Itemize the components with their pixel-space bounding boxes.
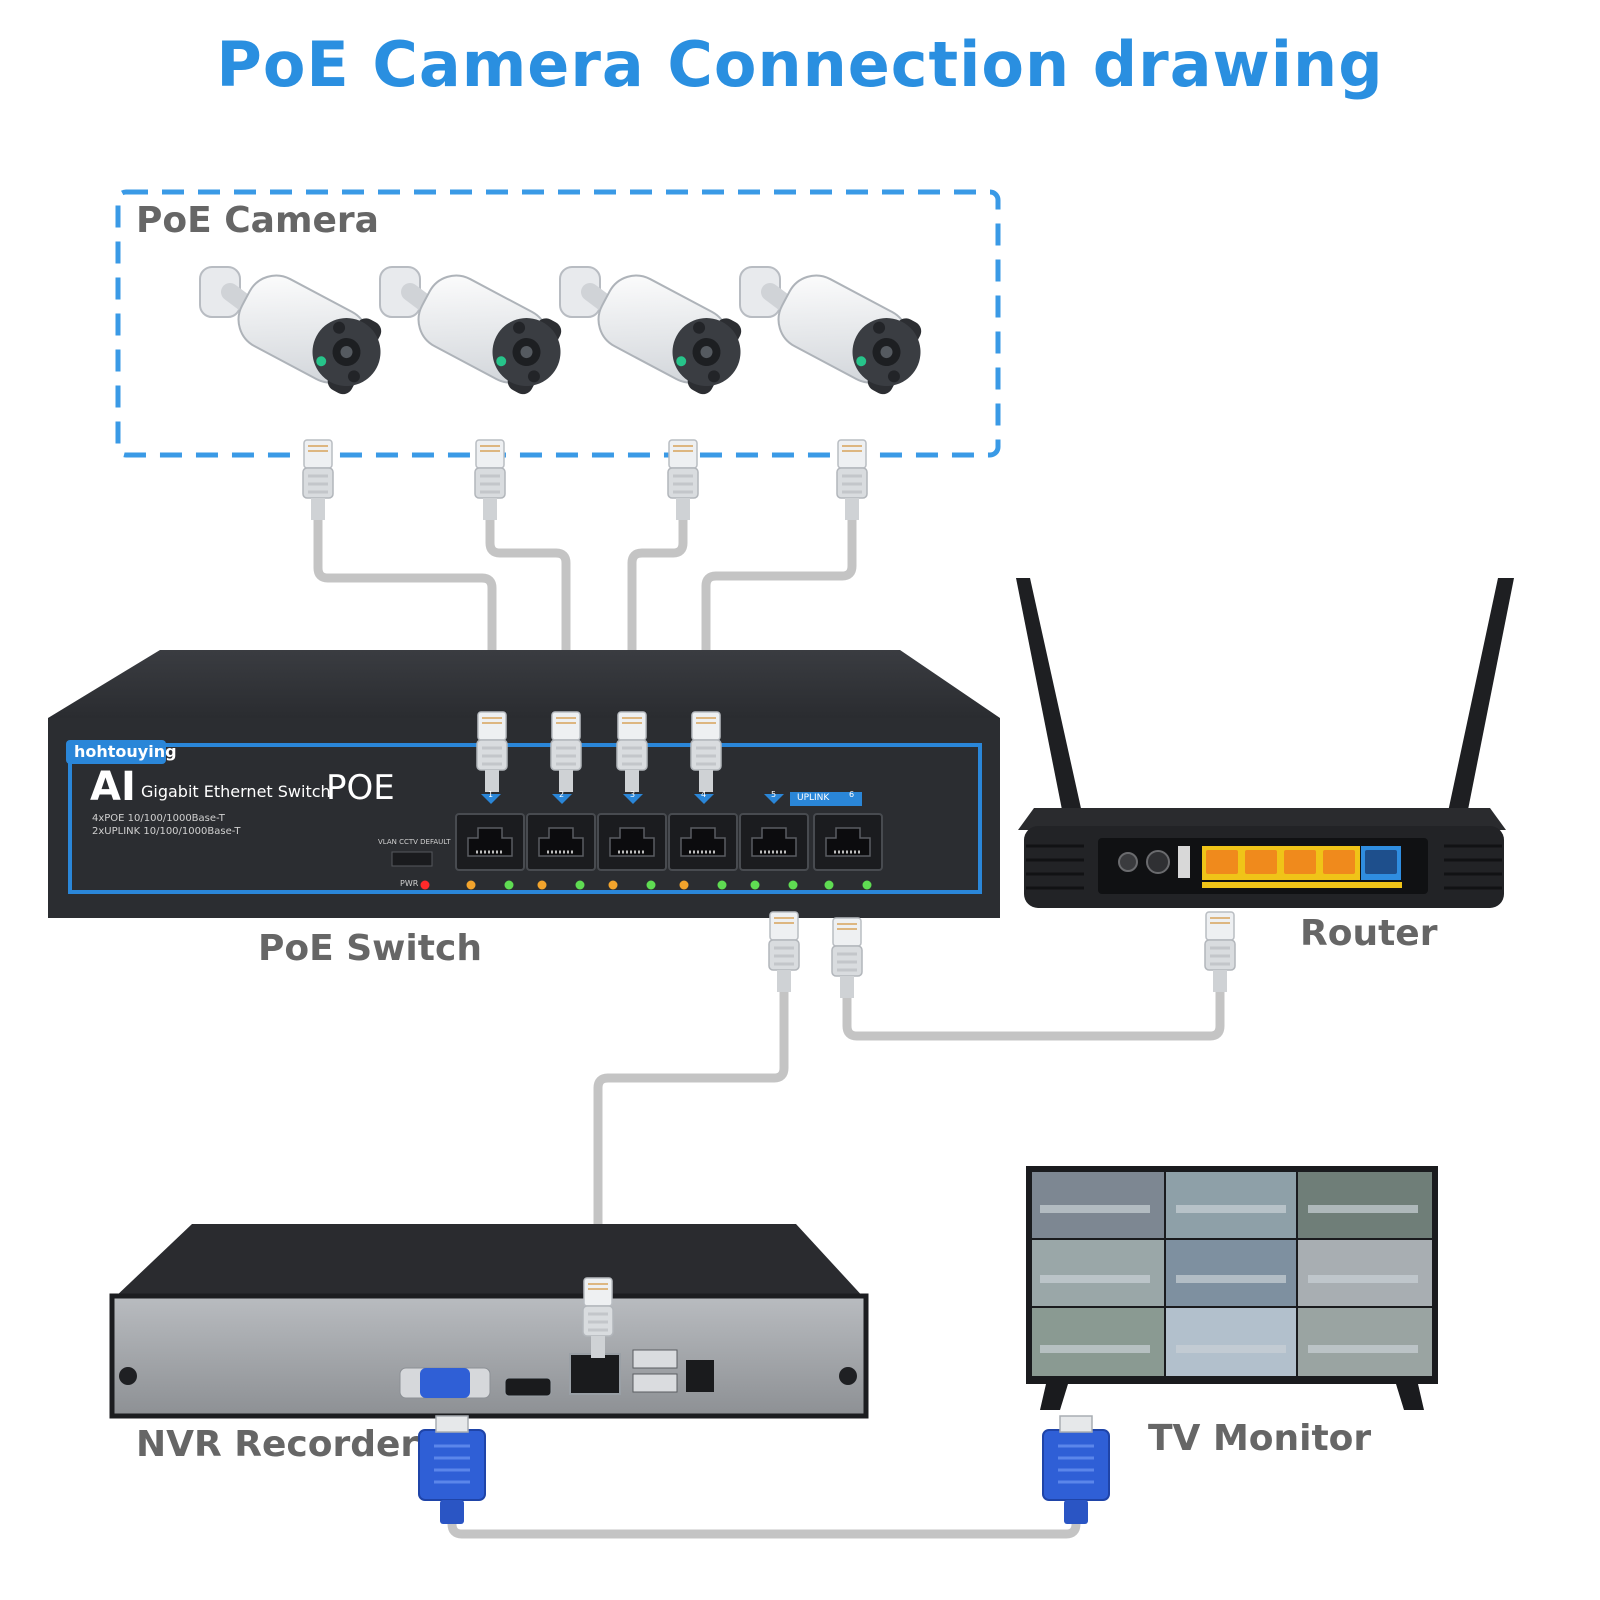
poe-camera-1 — [200, 263, 395, 403]
switch-port-4 — [667, 812, 739, 872]
switch-port-5 — [738, 812, 810, 872]
cable-camera-3 — [627, 515, 688, 720]
switch-spec-uplink: 2xUPLINK 10/100/1000Base-T — [92, 826, 241, 837]
cctv-grid — [1032, 1172, 1432, 1376]
port-number-2: 2 — [559, 790, 565, 799]
rj45-plug — [1203, 910, 1237, 994]
router-label: Router — [1300, 913, 1438, 954]
rj45-plug — [767, 910, 801, 994]
port-leds — [420, 880, 872, 890]
vga-port — [399, 1367, 491, 1399]
port-number-1: 1 — [488, 790, 494, 799]
switch-ai-logo: AI — [90, 764, 136, 810]
diagram-title: PoE Camera Connection drawing — [216, 28, 1384, 101]
switch-poe-logo: POE — [326, 768, 395, 808]
switch-spec-poe: 4xPOE 10/100/1000Base-T — [92, 813, 225, 824]
nvr-recorder — [109, 1224, 869, 1419]
port-number-5: 5 — [771, 790, 777, 799]
vga-plug-tv — [1041, 1414, 1111, 1526]
switch-port-1 — [454, 812, 526, 872]
tv-label: TV Monitor — [1148, 1418, 1372, 1459]
usb-port — [632, 1349, 678, 1369]
power-jack — [686, 1360, 714, 1392]
switch-subtitle: Gigabit Ethernet Switch — [141, 782, 331, 801]
tv-foot-right — [1396, 1384, 1424, 1410]
switch-uplink-label: UPLINK — [797, 793, 830, 803]
power-led — [420, 880, 430, 890]
rj45-plug — [835, 438, 869, 522]
poe-camera-2 — [380, 263, 575, 403]
router-antenna-right — [1442, 578, 1514, 840]
usb-port — [632, 1373, 678, 1393]
router — [1016, 578, 1514, 908]
port-number-6: 6 — [849, 790, 855, 799]
cable-camera-4 — [701, 515, 857, 720]
cable-switch-to-router — [842, 985, 1225, 1041]
poe-switch — [48, 650, 1000, 918]
switch-port-3 — [596, 812, 668, 872]
switch-pwr-label: PWR — [400, 879, 419, 888]
port-number-4: 4 — [701, 790, 707, 799]
switch-port-2 — [525, 812, 597, 872]
cable-camera-2 — [485, 515, 571, 720]
cable-vga — [447, 1505, 1081, 1539]
switch-port-6 — [812, 812, 884, 872]
rj45-plug — [473, 438, 507, 522]
poe-camera-4 — [740, 263, 935, 403]
nvr-label: NVR Recorder — [136, 1424, 419, 1465]
camera-group-label: PoE Camera — [136, 200, 379, 241]
mode-switch — [391, 851, 433, 867]
switch-brand: hohtouying — [74, 742, 177, 761]
vga-plug-nvr — [417, 1414, 487, 1526]
hdmi-port — [504, 1377, 552, 1397]
router-antenna-left — [1016, 578, 1088, 840]
tv-monitor — [1026, 1166, 1438, 1410]
rj45-plug — [666, 438, 700, 522]
cable-camera-1 — [313, 515, 497, 720]
tv-foot-left — [1040, 1384, 1068, 1410]
rj45-plug — [301, 438, 335, 522]
camera-group-frame — [115, 189, 1001, 458]
port-number-3: 3 — [630, 790, 636, 799]
switch-mode-labels: VLAN CCTV DEFAULT — [378, 838, 451, 846]
lan-port — [569, 1353, 621, 1395]
switch-label: PoE Switch — [258, 928, 482, 969]
poe-camera-3 — [560, 263, 755, 403]
cable-switch-to-nvr — [593, 985, 789, 1285]
rj45-plug — [830, 916, 864, 1000]
port-row — [454, 812, 884, 872]
